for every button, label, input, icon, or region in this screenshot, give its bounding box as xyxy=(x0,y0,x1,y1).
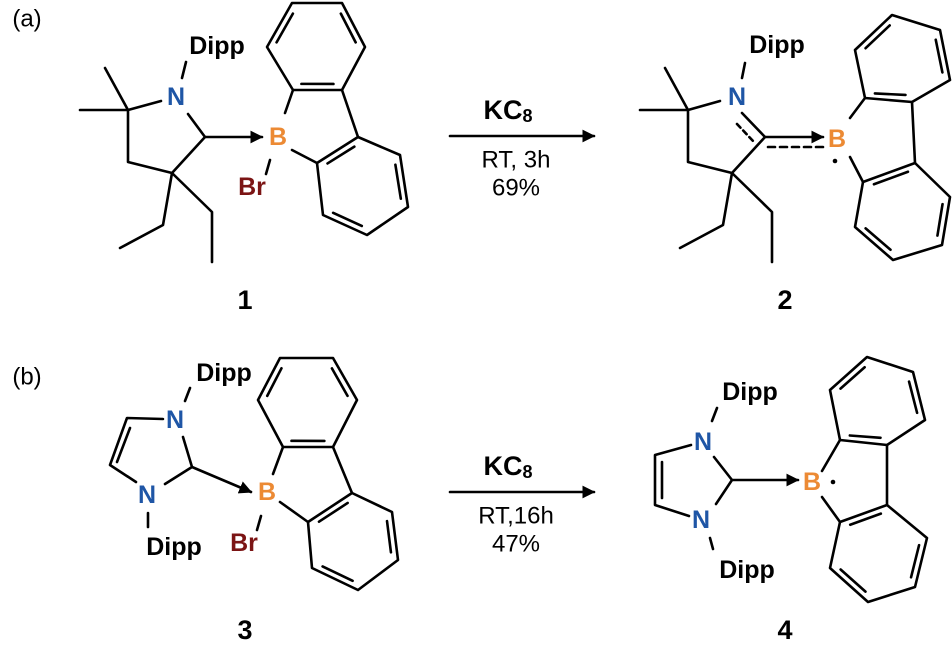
reaction-arrow-b: KC8 RT,16h 47% xyxy=(448,451,596,558)
bond xyxy=(820,495,842,524)
yield-label: 69% xyxy=(492,175,540,202)
nitrogen-label: N xyxy=(728,83,746,111)
boron-label: B xyxy=(269,123,287,151)
double-bond-inner xyxy=(936,202,944,237)
conditions-label: RT,16h xyxy=(478,503,554,530)
bromine-label: Br xyxy=(230,529,258,557)
benzene-ring xyxy=(306,491,400,592)
dipp-label: Dipp xyxy=(189,32,245,60)
bond xyxy=(290,148,319,165)
nitrogen-label: N xyxy=(167,83,185,111)
dipp-label-top: Dipp xyxy=(722,378,778,406)
double-bond-inner xyxy=(321,565,354,583)
panel-label-b: (b) xyxy=(12,364,41,391)
fluorenyl-group xyxy=(848,13,952,262)
bond xyxy=(848,96,867,120)
reaction-arrow-a: KC8 RT, 3h 69% xyxy=(448,95,596,202)
double-bond-inner xyxy=(331,211,364,228)
benzene-ring xyxy=(828,355,927,447)
double-bond-inner xyxy=(839,365,866,390)
benzene-ring xyxy=(265,1,367,92)
compound-number-3: 3 xyxy=(237,615,252,645)
dipp-label-bottom: Dipp xyxy=(719,556,775,584)
biaryl-bond xyxy=(340,88,360,139)
benzene-ring xyxy=(853,161,952,262)
biaryl-bond xyxy=(331,445,354,495)
panel-label-a: (a) xyxy=(12,6,41,33)
double-bond-inner xyxy=(330,367,349,398)
double-bond-inner xyxy=(326,145,356,165)
double-bond-inner xyxy=(864,227,892,252)
reagent-label: KC8 xyxy=(483,451,532,482)
double-bond-inner xyxy=(907,380,919,415)
benzene-ring xyxy=(315,135,410,237)
radical-dot xyxy=(832,158,838,164)
double-bond-inner xyxy=(909,543,921,579)
double-bond-inner xyxy=(839,568,867,593)
bromine-label: Br xyxy=(238,173,266,201)
bond xyxy=(848,155,865,184)
fluorenyl-group xyxy=(265,1,410,237)
boron-label: B xyxy=(803,468,821,496)
benzene-ring xyxy=(256,356,359,449)
double-bond-inner xyxy=(385,519,393,554)
biaryl-bond xyxy=(910,100,917,165)
conditions-label: RT, 3h xyxy=(482,147,551,174)
bond xyxy=(283,88,295,115)
double-bond-inner xyxy=(275,12,295,44)
boron-label: B xyxy=(828,125,846,153)
double-bond-inner xyxy=(934,38,944,74)
double-bond-inner xyxy=(872,170,910,186)
boron-label: B xyxy=(258,478,276,506)
double-bond-inner xyxy=(848,434,882,440)
compound-1: Dipp N B Br 1 xyxy=(78,1,410,315)
fluorenyl-group xyxy=(256,356,400,592)
fluorenyl-group xyxy=(820,355,929,604)
double-bond-inner xyxy=(864,24,891,50)
yield-label: 47% xyxy=(492,531,540,558)
compound-3: Dipp N N Dipp B Br 3 xyxy=(108,356,400,645)
dipp-label-bottom: Dipp xyxy=(146,533,202,561)
compound-number-1: 1 xyxy=(237,285,252,315)
double-bond-inner xyxy=(873,92,907,97)
dipp-label-top: Dipp xyxy=(196,359,252,387)
bond xyxy=(820,438,842,473)
bond xyxy=(271,445,285,476)
nitrogen-label-top: N xyxy=(166,406,184,434)
double-bond-inner xyxy=(265,366,283,398)
double-bond-inner xyxy=(317,501,349,524)
dipp-label: Dipp xyxy=(749,31,805,59)
radical-dot xyxy=(830,479,836,485)
bond xyxy=(278,500,310,524)
compound-4: Dipp N N Dipp B 4 xyxy=(653,355,929,645)
compound-2: Dipp N B 2 xyxy=(638,13,952,315)
nitrogen-label-top: N xyxy=(694,428,712,456)
benzene-ring xyxy=(828,503,929,604)
compound-number-4: 4 xyxy=(777,615,792,645)
double-bond-inner xyxy=(394,163,403,200)
compound-number-2: 2 xyxy=(777,285,792,315)
double-bond-inner xyxy=(115,426,132,464)
reagent-label: KC8 xyxy=(483,95,532,126)
benzene-ring xyxy=(853,13,952,104)
nitrogen-label-bottom: N xyxy=(138,481,156,509)
nitrogen-label-bottom: N xyxy=(692,506,710,534)
double-bond-inner xyxy=(339,12,357,44)
double-bond-inner xyxy=(848,512,883,527)
